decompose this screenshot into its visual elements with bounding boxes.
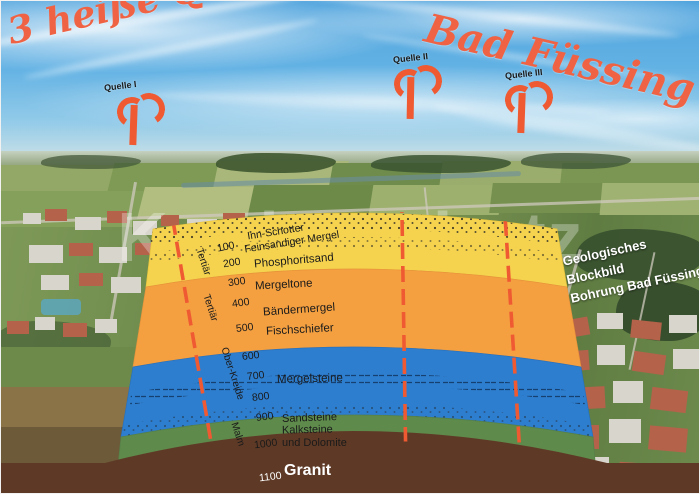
- spring-marker-2: [391, 62, 445, 120]
- borehole-quelle-1: [159, 211, 218, 461]
- depth-800: 800: [251, 389, 271, 405]
- layer-label-granit: Granit: [284, 462, 332, 479]
- sky-background: [1, 1, 699, 169]
- depth-400: 400: [231, 295, 251, 311]
- gravel-texture: [122, 404, 592, 437]
- depth-600: 600: [241, 348, 261, 364]
- granit-band: [1, 467, 699, 493]
- layer-label-mergelsteine: Mergelsteine: [276, 372, 343, 386]
- gravel-texture: [150, 237, 561, 263]
- gravel-texture: [149, 213, 561, 245]
- spring-marker-3: [502, 78, 556, 134]
- borehole-quelle-3: [499, 211, 523, 461]
- fischschiefer-texture: [130, 373, 585, 405]
- depth-900: 900: [255, 409, 275, 425]
- layer-label-kalksteine: Kalksteine: [281, 423, 333, 437]
- depth-500: 500: [235, 320, 255, 336]
- depth-700: 700: [246, 368, 266, 384]
- depth-300: 300: [227, 274, 247, 290]
- borehole-group: [159, 211, 523, 461]
- borehole-quelle-2: [399, 211, 408, 461]
- layer-label-und-dolomite: und Dolomite: [282, 437, 347, 449]
- spring-marker-1: [114, 90, 168, 146]
